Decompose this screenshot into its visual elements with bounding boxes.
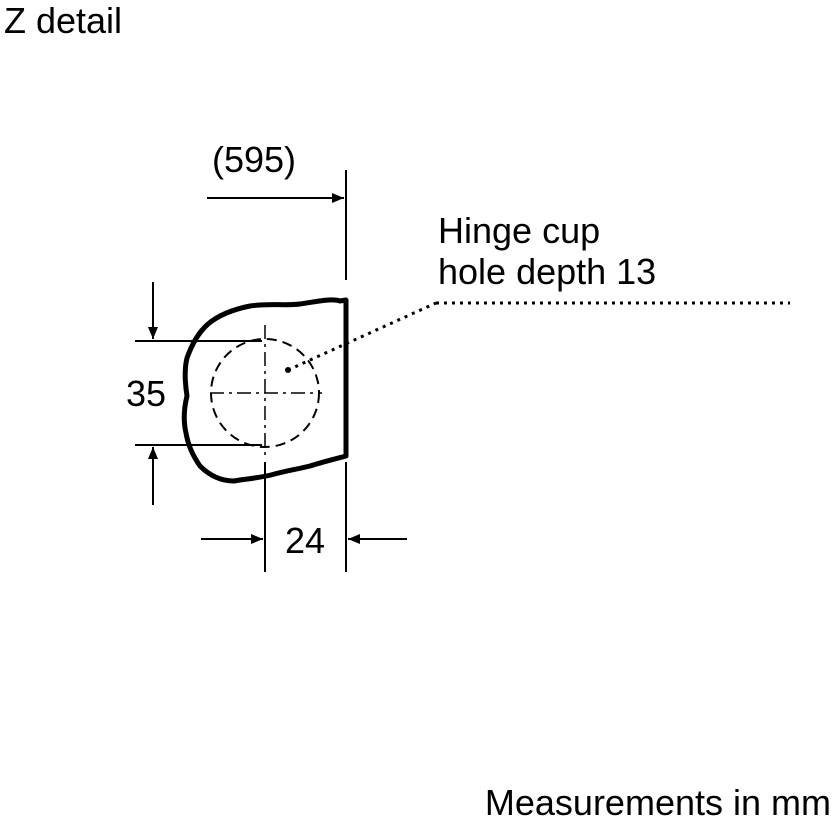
callout-leader-line [287, 301, 437, 372]
callout-point [285, 367, 291, 373]
diagram-title: Z detail [4, 0, 123, 41]
height-dimension-label: 35 [126, 373, 166, 414]
measurement-units-note: Measurements in mm [484, 782, 831, 823]
width-dimension-label: (595) [212, 139, 296, 180]
offset-dimension-label: 24 [285, 520, 325, 561]
door-panel-break-outline [181, 297, 349, 484]
callout-label-line1: Hinge cup [438, 210, 600, 251]
callout-label-line2: hole depth 13 [438, 251, 656, 292]
